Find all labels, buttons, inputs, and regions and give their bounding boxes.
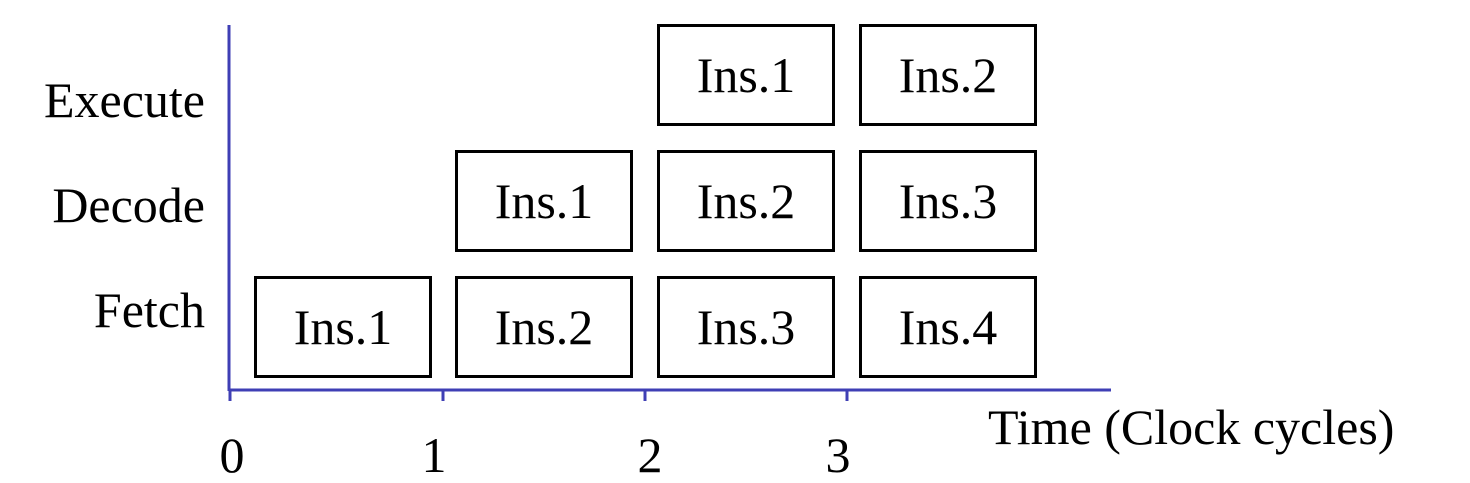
x-axis-title: Time (Clock cycles) [988,399,1395,455]
pipeline-cell: Ins.3 [657,276,835,378]
pipeline-cell: Ins.3 [859,150,1037,252]
x-tick-label-1: 1 [421,427,447,483]
x-tick-label-2: 2 [637,427,663,483]
x-tick-label-3: 3 [825,427,851,483]
pipeline-cell: Ins.2 [455,276,633,378]
pipeline-cell: Ins.1 [455,150,633,252]
pipeline-cell: Ins.2 [859,24,1037,126]
pipeline-cell: Ins.2 [657,150,835,252]
stage-label-execute: Execute [43,72,205,128]
pipeline-cell: Ins.1 [254,276,432,378]
stage-label-decode: Decode [52,177,205,233]
x-tick-label-0: 0 [219,427,245,483]
stage-label-fetch: Fetch [93,282,205,338]
pipeline-cell: Ins.4 [859,276,1037,378]
pipeline-cell: Ins.1 [657,24,835,126]
